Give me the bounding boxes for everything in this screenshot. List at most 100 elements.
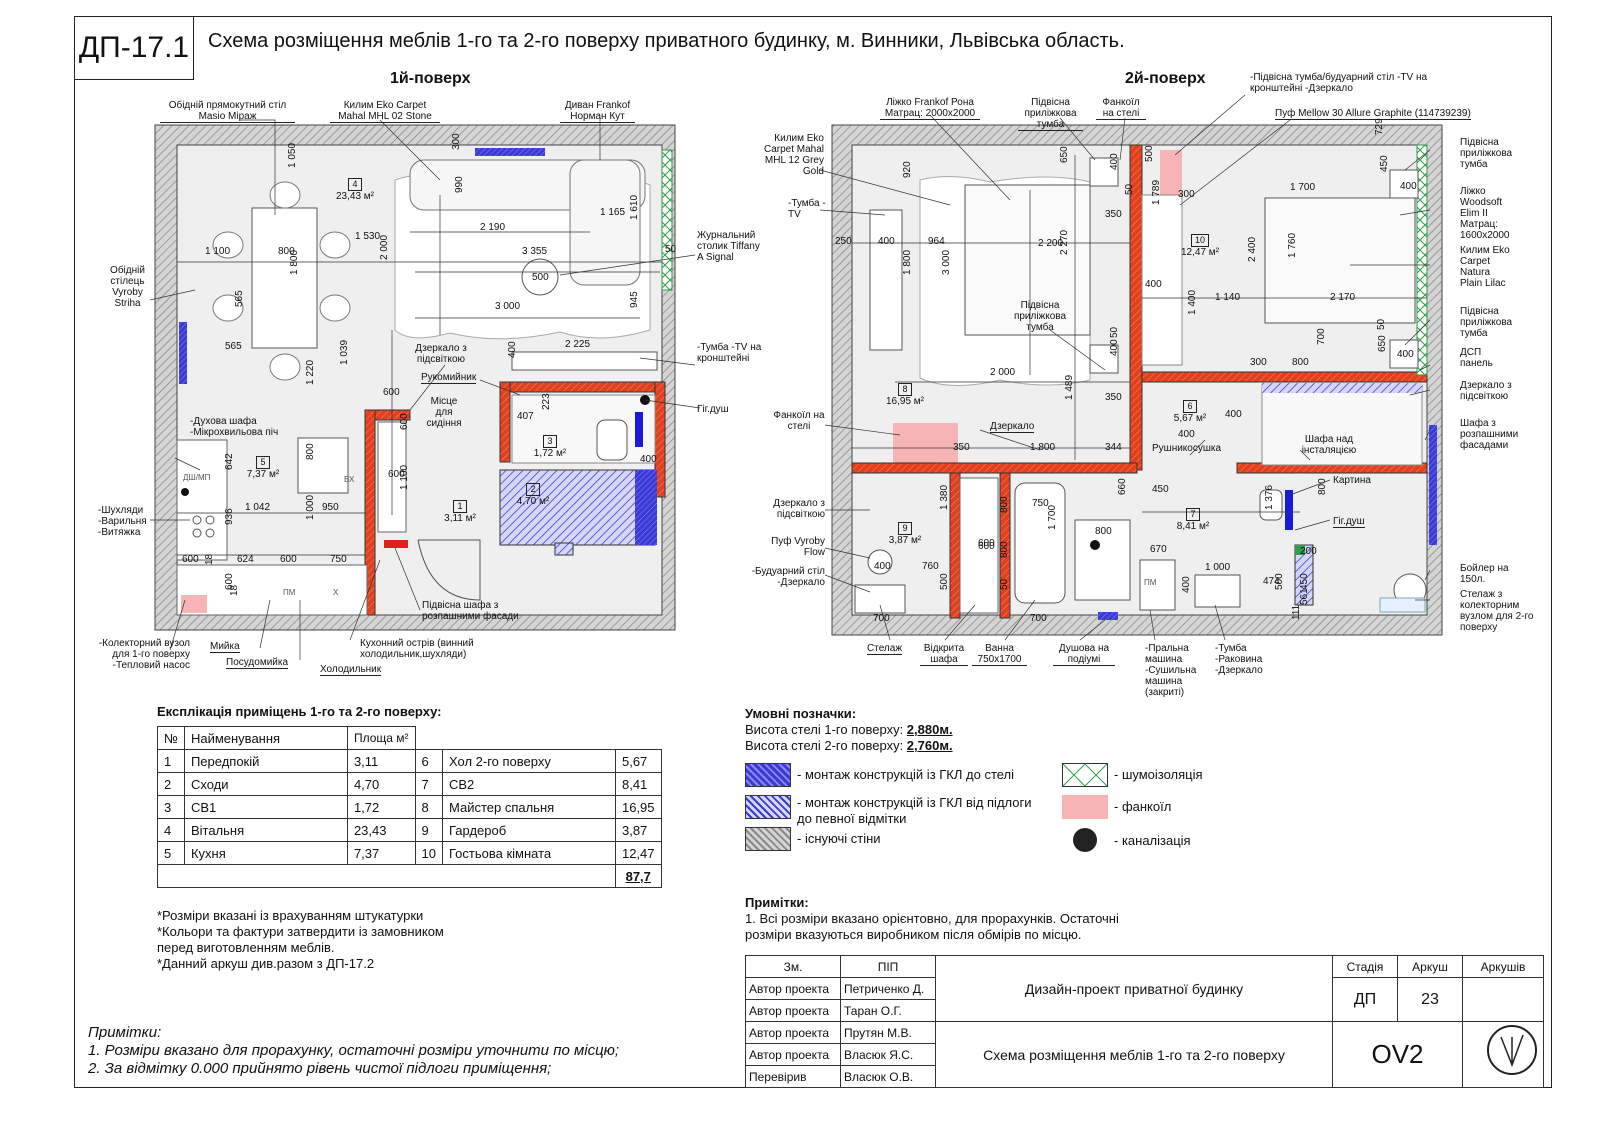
stamp-stage: ДП <box>1332 977 1398 1022</box>
f2-dimension: 800 <box>1095 526 1112 537</box>
f2-label-bed: Ліжко Frankof Рона Матрац: 2000х2000 <box>880 97 980 120</box>
bottom-notes-title: Примітки: <box>88 1024 162 1041</box>
stamp-role: Автор проекта <box>745 1043 841 1066</box>
f2-label-install-cab: Шафа над інсталяцією <box>1301 434 1357 456</box>
table-cell: 7 <box>414 772 443 796</box>
legend-noise: - шумоізоляція <box>1114 767 1203 782</box>
f2-dimension: 561 <box>1299 588 1310 605</box>
f2-dimension: 300 <box>1178 189 1195 200</box>
f1-label-x: Х <box>333 588 339 597</box>
f2-dimension: 800 <box>999 496 1010 513</box>
f1-dimension: 300 <box>451 133 462 150</box>
f2-dimension: 920 <box>902 161 913 178</box>
f2-label-hyg-shower: Гіг.душ <box>1333 516 1365 528</box>
stamp-company: OV2 <box>1332 1021 1463 1088</box>
table-cell: 1,72 <box>346 795 416 819</box>
stamp-sheet: 23 <box>1397 977 1463 1022</box>
legend-swatch-gkl-ceiling <box>745 763 791 787</box>
f1-dimension: 1 610 <box>629 194 640 220</box>
stamp-project: Дизайн-проект приватної будинку <box>935 955 1333 1022</box>
f1-dimension: 642 <box>224 453 235 470</box>
f2-label-boiler: Бойлер на 150л. <box>1460 563 1509 585</box>
f2-label-boudoir: -Будуарний стіл -Дзеркало <box>751 566 825 588</box>
f1-dimension: 407 <box>517 411 534 422</box>
sheet-frame <box>74 16 1552 1088</box>
f1-label-chair: Обідній стілець Vyroby Striha <box>110 265 145 309</box>
f1-dimension: 600 <box>399 413 410 430</box>
f2-dimension: 500 <box>1144 145 1155 162</box>
f2-dimension: 400 <box>1109 153 1120 170</box>
f1-label-dishwasher: Посудомийка <box>226 657 289 669</box>
f1-dimension: 600 <box>388 469 405 480</box>
legend-swatch-fancoil <box>1062 795 1108 819</box>
stamp-col2-header: ПІП <box>840 955 936 978</box>
f2-label-pouf: Пуф Vyroby Flow <box>771 536 825 558</box>
f1-dimension: 3 355 <box>522 246 548 257</box>
f1-dimension: 18 <box>204 553 215 565</box>
f2-dimension: 2 400 <box>1247 236 1258 262</box>
legend-swatch-sewer <box>1073 828 1097 852</box>
f1-dimension: 400 <box>640 454 657 465</box>
f1-label-sink: Мийка <box>210 641 240 653</box>
table-cell: 4 <box>157 818 185 842</box>
f2-dimension: 700 <box>873 613 890 624</box>
f2-label-bath: Ванна 750х1700 <box>972 643 1027 666</box>
f2-dimension: 50 <box>999 578 1010 590</box>
f2-dimension: 400 <box>1225 409 1242 420</box>
f2-dimension: 760 <box>922 561 939 572</box>
f1-label-collector: -Колекторний вузол для 1-го поверху -Теп… <box>98 638 190 671</box>
left-notes: *Розміри вказані із врахуванням штукатур… <box>157 908 444 972</box>
f1-dimension: 1 100 <box>205 246 231 257</box>
note-line: 1. Розміри вказано для прорахунку, остат… <box>88 1042 620 1059</box>
f1-label-tv-stand: -Тумба -TV на кронштейні <box>697 342 762 364</box>
f1-label-island: Кухонний острів (винний холодильник,шухл… <box>360 638 474 660</box>
f1-dimension: 18 <box>229 584 240 596</box>
table-cell: Гостьова кімната <box>441 841 616 865</box>
f2-dimension: 650 <box>1377 335 1388 352</box>
f1-dimension: 800 <box>305 443 316 460</box>
stamp-person: Власюк Я.С. <box>840 1043 936 1066</box>
table-cell: Сходи <box>183 772 348 796</box>
f2-dimension: 1 760 <box>1287 232 1298 258</box>
f2-label-fancoil: Фанкоїл на стелі <box>773 410 825 432</box>
note-line: 2. За відмітку 0.000 прийнято рівень чис… <box>88 1060 552 1077</box>
total-empty <box>157 864 616 888</box>
f2-label-nightstand-mid: Підвісна приліжкова тумба <box>1013 300 1067 333</box>
f1-dimension: 1 800 <box>289 249 300 275</box>
f2-label-top-stack: -Підвісна тумба/будуарний стіл -TV на кр… <box>1250 72 1428 94</box>
title-block: Зм. ПІП Дизайн-проект приватної будинку … <box>745 955 1544 1088</box>
floor1-title: 1й-поверх <box>390 70 471 87</box>
f2-dimension: 2 000 <box>990 367 1016 378</box>
ceiling-height-2: Висота стелі 2-го поверху: 2,760м. <box>745 738 953 753</box>
remark-line: 1. Всі розміри вказано орієнтовно, для п… <box>745 911 1119 926</box>
f2-dimension: 600 <box>978 538 995 549</box>
f2-dimension: 600 <box>978 541 995 552</box>
legend-gkl-ceiling: - монтаж конструкцій із ГКЛ до стелі <box>797 767 1015 782</box>
table-cell: 4,70 <box>346 772 416 796</box>
f1-dimension: 2 000 <box>379 234 390 260</box>
table-header-row: № Найменування Площа м² <box>157 726 662 750</box>
sheet-title: Схема розміщення меблів 1-го та 2-го пов… <box>208 30 1125 52</box>
legend-title: Умовні позначки: <box>745 706 857 721</box>
f1-dimension: 1 530 <box>355 231 381 242</box>
legend-existing: - існуючі стіни <box>797 831 881 846</box>
note-line: *Розміри вказані із врахуванням штукатур… <box>157 908 424 923</box>
f2-dimension: 700 <box>1030 613 1047 624</box>
f1-dimension: 936 <box>224 508 235 525</box>
f1-dimension: 565 <box>225 341 242 352</box>
f1-label-oven: -Духова шафа -Мікрохвильова піч <box>190 416 279 438</box>
table-cell: 23,43 <box>346 818 416 842</box>
f1-dimension: 600 <box>280 554 297 565</box>
stamp-person: Таран О.Г. <box>840 999 936 1022</box>
f2-dimension: 400 <box>874 561 891 572</box>
f1-dimension: 600 <box>383 387 400 398</box>
